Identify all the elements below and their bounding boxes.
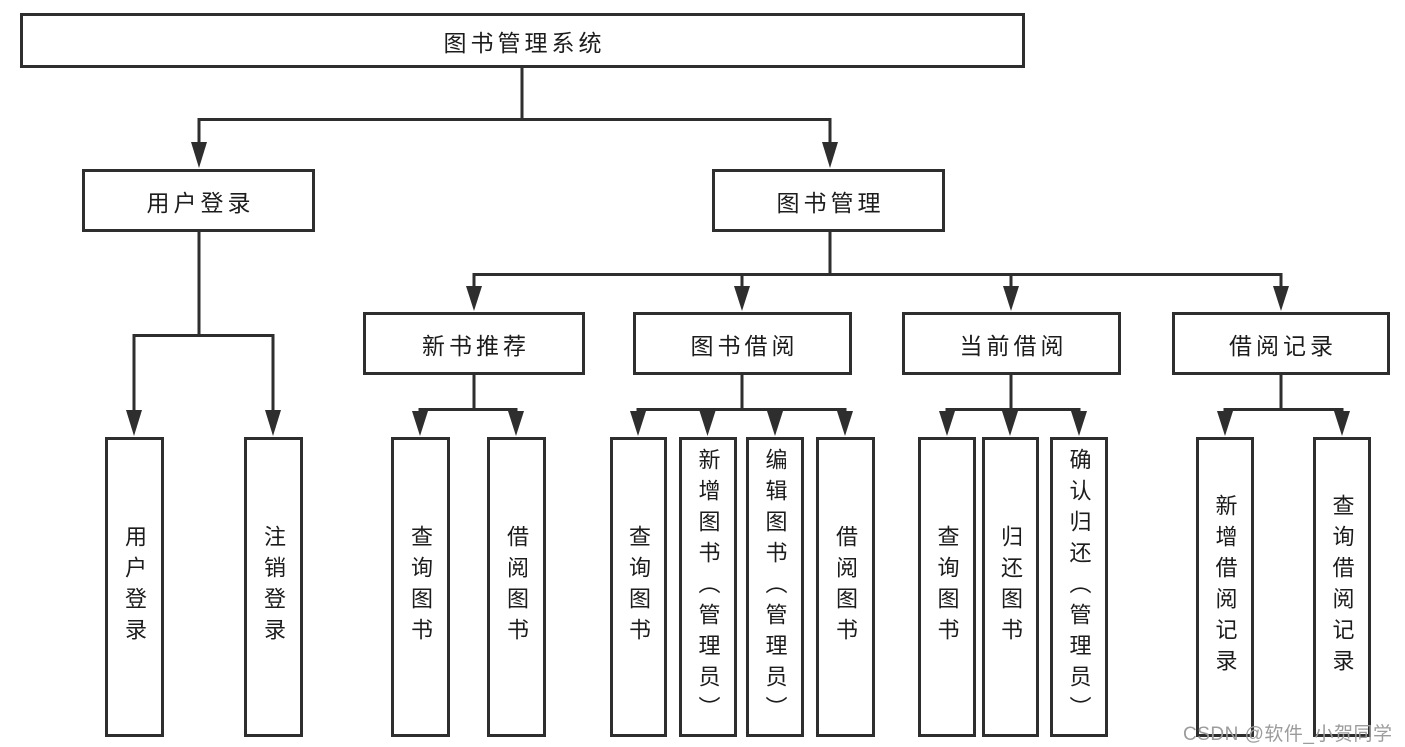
connector-line	[945, 375, 1081, 415]
node-label: 借阅图书	[504, 525, 530, 649]
node-user-login: 用户登录	[82, 169, 315, 232]
node-book-management: 图书管理	[712, 169, 945, 232]
arrowhead	[1002, 411, 1018, 436]
arrowhead	[1071, 411, 1087, 436]
connector-line	[197, 66, 832, 146]
node-label: 查询图书	[626, 525, 652, 649]
node-borrow-records: 借阅记录	[1172, 312, 1390, 375]
node-leaf-cb-query-books: 查询图书	[918, 437, 976, 737]
node-leaf-bb-borrow-books: 借阅图书	[816, 437, 875, 737]
arrowhead	[1003, 286, 1019, 311]
arrowhead	[412, 411, 428, 436]
connector-line	[472, 232, 1283, 290]
node-leaf-logout: 注销登录	[244, 437, 303, 737]
node-label: 归还图书	[998, 525, 1024, 649]
node-label: 查询借阅记录	[1329, 494, 1355, 680]
node-label: 编辑图书（管理员）	[762, 447, 788, 727]
connector-current-borrow-to-leaves	[939, 375, 1087, 436]
arrowhead	[939, 411, 955, 436]
arrowhead	[630, 411, 646, 436]
connector-line	[636, 374, 847, 415]
arrowhead	[767, 411, 783, 436]
arrowhead	[508, 411, 524, 436]
node-leaf-nb-borrow-books: 借阅图书	[487, 437, 546, 737]
node-root: 图书管理系统	[20, 13, 1025, 68]
connector-book-borrow-to-leaves	[630, 374, 853, 436]
node-book-borrow: 图书借阅	[633, 312, 852, 375]
node-label: 借阅图书	[833, 525, 859, 649]
arrowhead	[1217, 411, 1233, 436]
arrowhead	[822, 142, 838, 168]
connector-borrow-records-to-leaves	[1217, 375, 1350, 436]
node-new-book-recommend: 新书推荐	[363, 312, 585, 375]
connector-new-books-to-leaves	[412, 375, 524, 436]
node-leaf-nb-query-books: 查询图书	[391, 437, 450, 737]
node-current-borrow: 当前借阅	[902, 312, 1121, 375]
arrowhead	[734, 286, 750, 311]
arrowhead	[837, 411, 853, 436]
arrowhead	[265, 410, 281, 436]
node-label: 查询图书	[934, 525, 960, 649]
arrowhead	[191, 142, 207, 168]
node-leaf-bb-edit-books-admin: 编辑图书（管理员）	[746, 437, 804, 737]
arrowhead	[466, 286, 482, 311]
node-label: 查询图书	[408, 525, 434, 649]
node-leaf-br-add-record: 新增借阅记录	[1196, 437, 1254, 737]
connector-book-management-to-level3	[466, 232, 1289, 311]
connector-line	[1223, 375, 1344, 415]
node-leaf-cb-return-books: 归还图书	[982, 437, 1039, 737]
connector-root-to-level2	[191, 66, 838, 168]
connector-line	[418, 375, 518, 415]
connector-line	[132, 232, 275, 413]
node-leaf-bb-query-books: 查询图书	[610, 437, 667, 737]
node-label: 用户登录	[122, 525, 148, 649]
connector-user-login-to-leaves	[126, 232, 281, 436]
arrowhead	[1334, 411, 1350, 436]
node-label: 注销登录	[261, 525, 287, 649]
arrowhead	[699, 411, 716, 436]
csdn-watermark: CSDN @软件_小贺同学	[1183, 724, 1393, 745]
node-leaf-cb-confirm-return-admin: 确认归还（管理员）	[1050, 437, 1108, 737]
node-leaf-bb-add-books-admin: 新增图书（管理员）	[679, 437, 737, 737]
node-leaf-user-login: 用户登录	[105, 437, 164, 737]
arrowhead	[126, 410, 142, 436]
node-label: 确认归还（管理员）	[1066, 447, 1092, 727]
node-label: 新增图书（管理员）	[695, 447, 721, 727]
node-label: 新增借阅记录	[1212, 494, 1238, 680]
arrowhead	[1273, 286, 1289, 311]
node-leaf-br-query-record: 查询借阅记录	[1313, 437, 1371, 737]
